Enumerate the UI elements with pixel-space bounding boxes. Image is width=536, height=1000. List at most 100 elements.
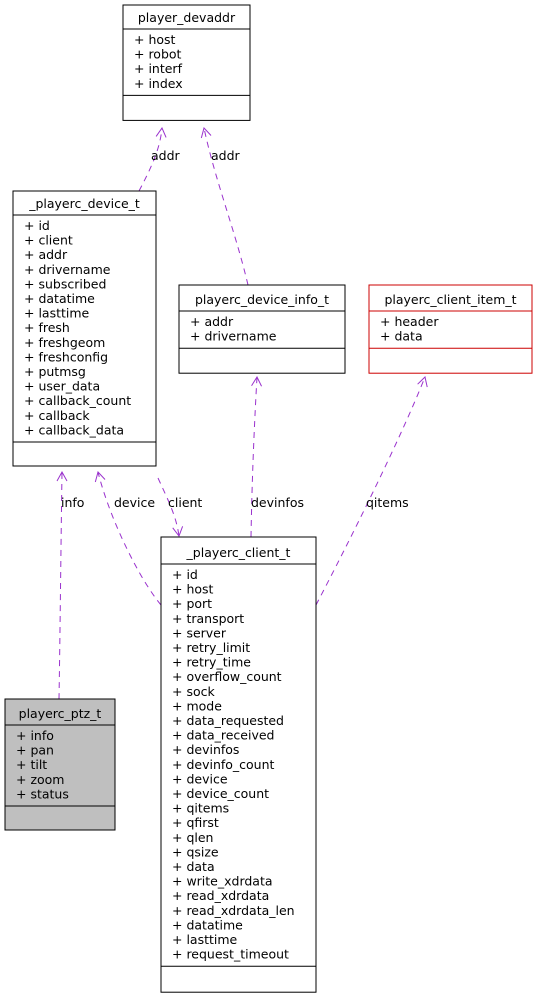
edge-arrowhead (251, 375, 262, 387)
class-name: playerc_client_item_t (384, 292, 516, 307)
edge-arrowhead (417, 376, 428, 388)
class-name: playerc_ptz_t (19, 706, 102, 721)
class-attribute: + qsize (172, 844, 219, 859)
edge-label-info: info (61, 495, 84, 510)
edge-device (94, 471, 162, 606)
class-attribute: + request_timeout (172, 947, 289, 962)
edge-line (138, 127, 163, 192)
class-attribute: + data (380, 329, 423, 344)
class-playerc-client-item-t[interactable]: playerc_client_item_t + header+ data (368, 284, 533, 374)
class-attribute: + data_received (172, 728, 274, 743)
class-attribute: + pan (16, 743, 54, 758)
class-attribute: + client (24, 233, 73, 248)
edge-label-addr-device: addr (151, 148, 181, 163)
class-attribute: + interf (134, 61, 183, 76)
class-playerc-ptz-t[interactable]: playerc_ptz_t+ info+ pan+ tilt+ zoom+ st… (4, 698, 116, 831)
class-attribute: + datatime (172, 917, 243, 932)
class-attribute: + host (134, 32, 176, 47)
class-attribute: + freshconfig (24, 349, 108, 364)
class-attribute: + sock (172, 684, 215, 699)
edge-devinfos (250, 375, 262, 538)
class-attribute: + lasttime (172, 932, 238, 947)
class-attribute: + lasttime (24, 306, 90, 321)
edge-labels-layer: addr addr info device client devinfos qitems (61, 148, 409, 510)
edge-label-device: device (114, 495, 155, 510)
class-attribute: + callback_data (24, 422, 124, 437)
classes-layer: player_devaddr+ host+ robot+ interf+ ind… (4, 4, 533, 993)
class-attribute: + read_xdrdata (172, 888, 269, 903)
class-attribute: + header (380, 314, 439, 329)
class-attribute: + port (172, 596, 212, 611)
edge-arrowhead (200, 127, 212, 139)
class-attribute: + host (172, 582, 214, 597)
edge-info (56, 470, 68, 700)
class-box (178, 284, 346, 374)
class-attribute: + robot (134, 47, 182, 62)
class-box (12, 190, 157, 467)
class-attribute: + callback (24, 408, 90, 423)
class-attribute: + data_requested (172, 713, 284, 728)
edge-line (315, 376, 426, 606)
class-attribute: + addr (24, 247, 68, 262)
class-attribute: + freshgeom (24, 335, 105, 350)
edge-label-client: client (168, 495, 202, 510)
class-playerc-device-t[interactable]: _playerc_device_t + id+ client+ addr+ dri… (12, 190, 157, 467)
class-name: player_devaddr (138, 10, 236, 25)
class-attribute: + putmsg (24, 364, 86, 379)
class-player-devaddr[interactable]: player_devaddr + host+ robot+ interf+ ind… (122, 4, 251, 121)
edge-line (157, 477, 180, 537)
class-name: _playerc_client_t (186, 545, 291, 560)
class-box (160, 536, 317, 993)
class-attribute: + data (172, 859, 215, 874)
edge-arrowhead (172, 526, 184, 538)
class-attribute: + overflow_count (172, 669, 282, 684)
class-attribute: + read_xdrdata_len (172, 903, 295, 918)
class-attribute: + drivername (24, 262, 111, 277)
class-attribute: + transport (172, 611, 244, 626)
edge-label-devinfos: devinfos (251, 495, 304, 510)
edge-line (97, 471, 162, 606)
class-box (122, 4, 251, 121)
class-attribute: + devinfo_count (172, 757, 275, 772)
edge-qitems (315, 376, 428, 606)
class-attribute: + tilt (16, 757, 47, 772)
class-attribute: + device_count (172, 786, 269, 801)
class-attribute: + id (172, 567, 198, 582)
edge-addr-devinfo (200, 127, 249, 286)
edge-line (250, 376, 258, 538)
class-attribute: + fresh (24, 320, 70, 335)
edge-arrowhead (94, 471, 106, 483)
class-attribute: + drivername (190, 329, 277, 344)
class-box (368, 284, 533, 374)
edges-layer (56, 126, 428, 700)
class-attribute: + addr (190, 314, 234, 329)
class-attribute: + retry_time (172, 655, 251, 670)
class-box (4, 698, 116, 831)
edge-arrowhead (155, 126, 167, 138)
class-attribute: + index (134, 76, 183, 91)
class-playerc-client-t[interactable]: _playerc_client_t + id+ host+ port+ trans… (160, 536, 317, 993)
class-attribute: + zoom (16, 772, 64, 787)
class-attribute: + mode (172, 698, 222, 713)
class-attribute: + server (172, 625, 227, 640)
edge-label-qitems: qitems (366, 495, 409, 510)
class-attribute: + qitems (172, 801, 229, 816)
class-attribute: + info (16, 728, 54, 743)
class-attribute: + datatime (24, 291, 95, 306)
class-attribute: + callback_count (24, 393, 131, 408)
class-name: playerc_device_info_t (195, 292, 329, 307)
edge-client (157, 477, 184, 538)
class-name: _playerc_device_t (28, 196, 140, 211)
class-attribute: + write_xdrdata (172, 874, 273, 889)
class-attribute: + retry_limit (172, 640, 250, 655)
edge-addr-device (138, 126, 167, 192)
edge-label-addr-devinfo: addr (211, 148, 241, 163)
edge-arrowhead (56, 470, 68, 482)
class-attribute: + id (24, 218, 50, 233)
class-playerc-device-info-t[interactable]: playerc_device_info_t + addr+ drivername (178, 284, 346, 374)
class-attribute: + device (172, 771, 228, 786)
class-attribute: + user_data (24, 379, 100, 394)
class-attribute: + qfirst (172, 815, 219, 830)
class-attribute: + qlen (172, 830, 213, 845)
